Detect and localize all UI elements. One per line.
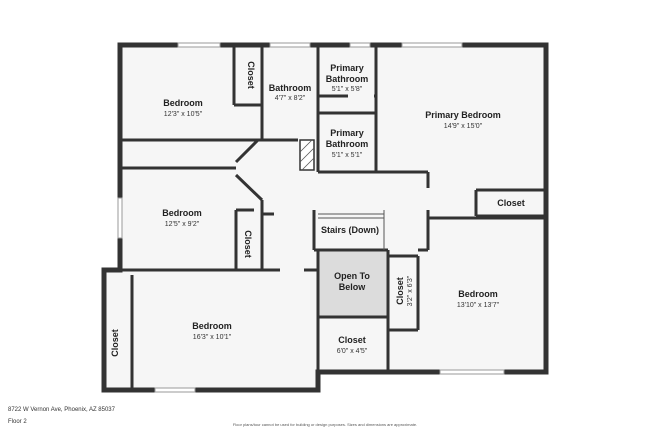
primary-bath-2-dims: 5'1" x 5'1" (332, 152, 363, 159)
primary-bath-2-label-a: Primary (330, 128, 364, 138)
room-labels: Bedroom 12'3" x 10'5" Closet Bathroom 4'… (110, 61, 525, 357)
stairs-graphic (318, 210, 385, 250)
bedroom-sw-label: Bedroom (192, 321, 232, 331)
bedroom-e-dims: 13'10" x 13'7" (457, 302, 500, 309)
primary-bedroom-dims: 14'9" x 15'0" (444, 123, 483, 130)
windows (117, 42, 505, 393)
closet-center-dims: 3'2" x 6'3" (407, 275, 414, 306)
primary-bath-2-label-b: Bathroom (326, 139, 369, 149)
room-fills (104, 45, 546, 390)
primary-bath-1-label-a: Primary (330, 63, 364, 73)
interior-walls (104, 45, 546, 390)
closet-sw-label: Closet (110, 329, 120, 357)
closet-s-dims: 6'0" x 4'5" (337, 348, 368, 355)
address-text: 8722 W Vernon Ave, Phoenix, AZ 85037 (8, 407, 115, 413)
bathroom-label: Bathroom (269, 83, 312, 93)
hatched-shaft (299, 139, 315, 171)
bedroom-nw-dims: 12'3" x 10'5" (164, 111, 203, 118)
primary-bath-1-label-b: Bathroom (326, 74, 369, 84)
primary-bedroom-label: Primary Bedroom (425, 110, 501, 120)
open-to-below-label-b: Below (339, 282, 367, 292)
bedroom-e-label: Bedroom (458, 289, 498, 299)
bedroom-w-dims: 12'5" x 9'2" (165, 221, 200, 228)
floor-label: Floor 2 (8, 419, 27, 425)
closet-w-label: Closet (243, 230, 253, 258)
closet-nw-label: Closet (246, 61, 256, 89)
closet-center-label: Closet (395, 277, 405, 305)
stairs-label: Stairs (Down) (321, 225, 379, 235)
bedroom-sw-dims: 16'3" x 10'1" (193, 334, 232, 341)
open-to-below-label-a: Open To (334, 271, 370, 281)
primary-bath-1-dims: 5'1" x 5'8" (332, 86, 363, 93)
bedroom-nw-label: Bedroom (163, 98, 203, 108)
closet-primary-label: Closet (497, 198, 525, 208)
bathroom-dims: 4'7" x 8'2" (275, 95, 306, 102)
disclaimer-text: Floor plans/tour cannot be used for buil… (232, 422, 418, 427)
open-to-below-area (318, 250, 388, 317)
closet-s-label: Closet (338, 335, 366, 345)
bedroom-w-label: Bedroom (162, 208, 202, 218)
